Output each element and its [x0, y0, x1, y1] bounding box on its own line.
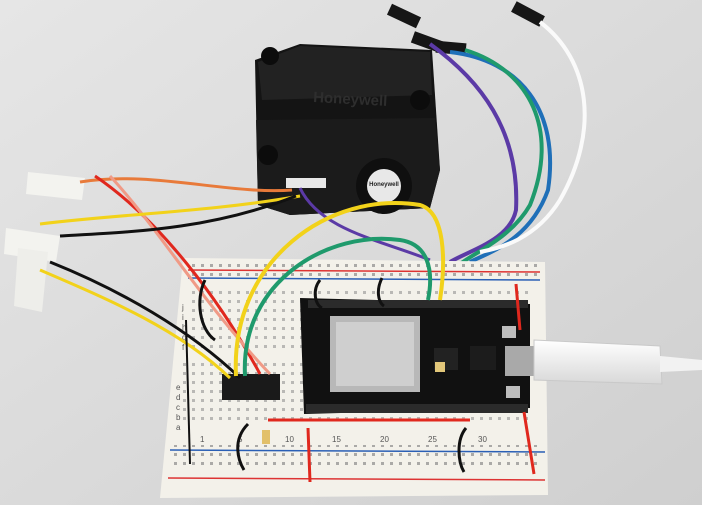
row-letter-h: h	[182, 323, 186, 332]
sensor-brand-label: Honeywell	[313, 89, 388, 110]
col-number-20: 20	[380, 435, 389, 444]
wire-black-short	[198, 279, 216, 342]
micro-usb-port	[505, 346, 535, 376]
row-letter-e: e	[176, 383, 181, 392]
screw-hole	[261, 47, 279, 65]
fan-icon: Honeywell	[356, 158, 412, 214]
wire-orange	[79, 177, 293, 193]
wire-black-short	[236, 422, 250, 471]
wire-black-short	[457, 427, 468, 473]
capacitor	[262, 430, 270, 444]
sensor-header-connector	[222, 374, 280, 400]
row-letter-d: d	[176, 393, 180, 402]
esp32-board	[300, 298, 535, 414]
wire-red-short	[306, 427, 312, 483]
component	[435, 362, 445, 372]
fan-brand-label: Honeywell	[369, 182, 399, 188]
wire-green-loop	[242, 236, 433, 377]
wire-yellow-long	[39, 268, 232, 380]
wire-black-rail	[185, 319, 191, 465]
screw-hole	[410, 90, 430, 110]
col-number-25: 25	[428, 435, 437, 444]
usb-cable	[533, 339, 702, 385]
wire-red-short	[514, 283, 522, 331]
wire-black-left	[59, 194, 297, 238]
wire-green-top	[453, 48, 544, 270]
pin-header-top	[308, 300, 528, 308]
wire-yellow-left	[39, 194, 301, 226]
pin-header-bottom	[306, 404, 528, 413]
wire-yellow-loop	[233, 201, 446, 377]
wire-red-short	[522, 411, 536, 475]
row-letter-g: g	[182, 333, 186, 342]
boot-button	[502, 326, 516, 338]
row-letter-f: f	[182, 343, 185, 352]
row-letter-a: a	[176, 423, 181, 432]
wire-purple	[428, 42, 519, 264]
row-letter-i: i	[182, 313, 184, 322]
reset-button	[506, 386, 520, 398]
wire-black-short	[376, 277, 385, 308]
row-letter-c: c	[176, 403, 180, 412]
col-number-30: 30	[478, 435, 487, 444]
wire-black-short	[313, 279, 323, 310]
col-number-1: 1	[200, 435, 205, 444]
row-letter-b: b	[176, 413, 181, 422]
col-number-10: 10	[285, 435, 294, 444]
wire-black-long	[49, 260, 242, 380]
col-number-5: 5	[238, 435, 243, 444]
usb-uart-chip	[470, 346, 496, 370]
wire-purple-sensor	[298, 187, 431, 262]
sensor-connector	[286, 178, 326, 188]
screw-hole	[258, 145, 278, 165]
tape-strip	[14, 248, 48, 312]
col-number-15: 15	[332, 435, 341, 444]
wire-white	[479, 20, 587, 254]
tape-strip	[26, 172, 85, 200]
row-letter-j: j	[181, 303, 184, 312]
